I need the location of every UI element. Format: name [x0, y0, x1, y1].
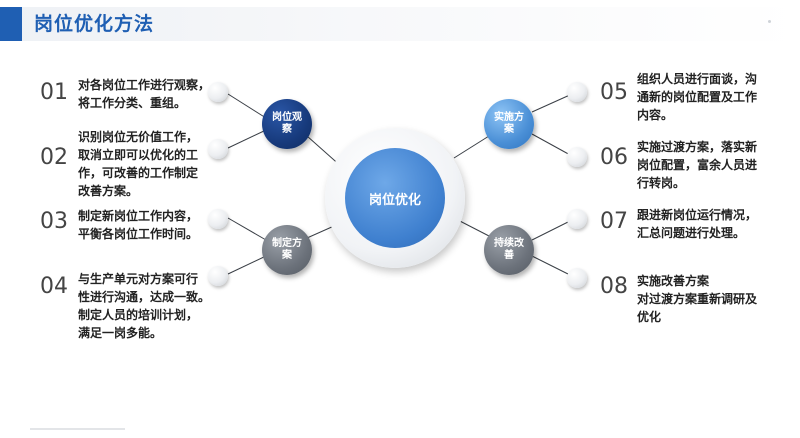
node-improve: 持续改善	[484, 225, 534, 275]
item-text-02: 识别岗位无价值工作， 取消立即可以优化的工 作，可改善的工作制定 改善方案。	[78, 128, 198, 200]
line-01	[227, 93, 267, 119]
item-08-line-2: 对过渡方案重新调研及	[637, 292, 758, 306]
center-node: 岗位优化	[345, 148, 445, 248]
node-observe-label: 岗位观察	[272, 112, 302, 135]
item-number-07: 07	[600, 209, 628, 234]
line-04	[227, 255, 267, 275]
center-label: 岗位优化	[368, 192, 421, 208]
node-implement: 实施方案	[484, 99, 534, 149]
item-07-line-1: 跟进新岗位运行情况，	[637, 208, 758, 222]
item-text-08: 实施改善方案 对过渡方案重新调研及 优化	[637, 272, 757, 326]
item-04-line-4: 满足一岗多能。	[78, 326, 163, 340]
item-number-05: 05	[600, 80, 628, 105]
item-02-line-3: 作，可改善的工作制定	[78, 166, 199, 180]
item-text-07: 跟进新岗位运行情况， 汇总问题进行处理。	[637, 206, 757, 242]
item-04-line-1: 与生产单元对方案可行	[78, 272, 199, 286]
item-02-line-4: 改善方案。	[78, 184, 139, 198]
line-03	[227, 217, 267, 241]
item-text-06: 实施过渡方案，落实新 岗位配置，富余人员进 行转岗。	[637, 138, 757, 192]
line-06	[531, 133, 573, 157]
bullet-04	[208, 266, 228, 286]
item-07-line-2: 汇总问题进行处理。	[637, 226, 746, 240]
item-05-line-2: 通新的岗位配置及工作	[637, 90, 758, 104]
item-08-line-1: 实施改善方案	[637, 274, 710, 288]
item-text-04: 与生产单元对方案可行 性进行沟通，达成一致。 制定人员的培训计划， 满足一岗多能…	[78, 270, 210, 342]
item-01-line-1: 对各岗位工作进行观察，	[78, 78, 211, 92]
item-text-03: 制定新岗位工作内容， 平衡各岗位工作时间。	[78, 207, 198, 243]
item-number-03: 03	[40, 209, 68, 234]
item-03-line-2: 平衡各岗位工作时间。	[78, 227, 199, 241]
item-number-04: 04	[40, 274, 68, 299]
line-08	[531, 255, 573, 277]
item-text-01: 对各岗位工作进行观察， 将工作分类、重组。	[78, 76, 210, 112]
item-05-line-3: 内容。	[637, 108, 674, 122]
title-bar	[0, 7, 800, 41]
page-title: 岗位优化方法	[34, 13, 155, 35]
bullet-01	[208, 82, 228, 102]
item-06-line-1: 实施过渡方案，落实新	[637, 140, 758, 154]
decorative-dot	[768, 20, 771, 23]
line-impl-center	[453, 135, 490, 159]
item-02-line-1: 识别岗位无价值工作，	[78, 130, 199, 144]
item-number-08: 08	[600, 274, 628, 299]
title-accent	[0, 7, 22, 41]
bullet-07	[567, 209, 587, 229]
item-number-01: 01	[40, 80, 68, 105]
item-06-line-3: 行转岗。	[637, 176, 686, 190]
bullet-03	[208, 209, 228, 229]
bullet-02	[208, 139, 228, 159]
item-06-line-2: 岗位配置，富余人员进	[637, 158, 758, 172]
line-05	[531, 93, 573, 113]
item-01-line-2: 将工作分类、重组。	[78, 96, 187, 110]
item-05-line-1: 组织人员进行面谈，沟	[637, 72, 758, 86]
bullet-06	[567, 147, 587, 167]
line-07	[531, 219, 573, 241]
bullet-05	[567, 82, 587, 102]
node-implement-label: 实施方案	[494, 112, 524, 135]
item-number-06: 06	[600, 145, 628, 170]
footer-mark	[30, 428, 125, 430]
node-observe: 岗位观察	[262, 99, 312, 149]
item-text-05: 组织人员进行面谈，沟 通新的岗位配置及工作 内容。	[637, 70, 757, 124]
item-number-02: 02	[40, 145, 68, 170]
item-04-line-3: 制定人员的培训计划，	[78, 308, 199, 322]
node-improve-label: 持续改善	[494, 238, 524, 261]
bullet-08	[567, 268, 587, 288]
item-04-line-2: 性进行沟通，达成一致。	[78, 290, 211, 304]
line-02	[227, 129, 267, 149]
item-03-line-1: 制定新岗位工作内容，	[78, 209, 199, 223]
node-plan: 制定方案	[262, 225, 312, 275]
node-plan-label: 制定方案	[272, 238, 302, 261]
item-08-line-3: 优化	[637, 310, 662, 324]
item-02-line-2: 取消立即可以优化的工	[78, 148, 199, 162]
